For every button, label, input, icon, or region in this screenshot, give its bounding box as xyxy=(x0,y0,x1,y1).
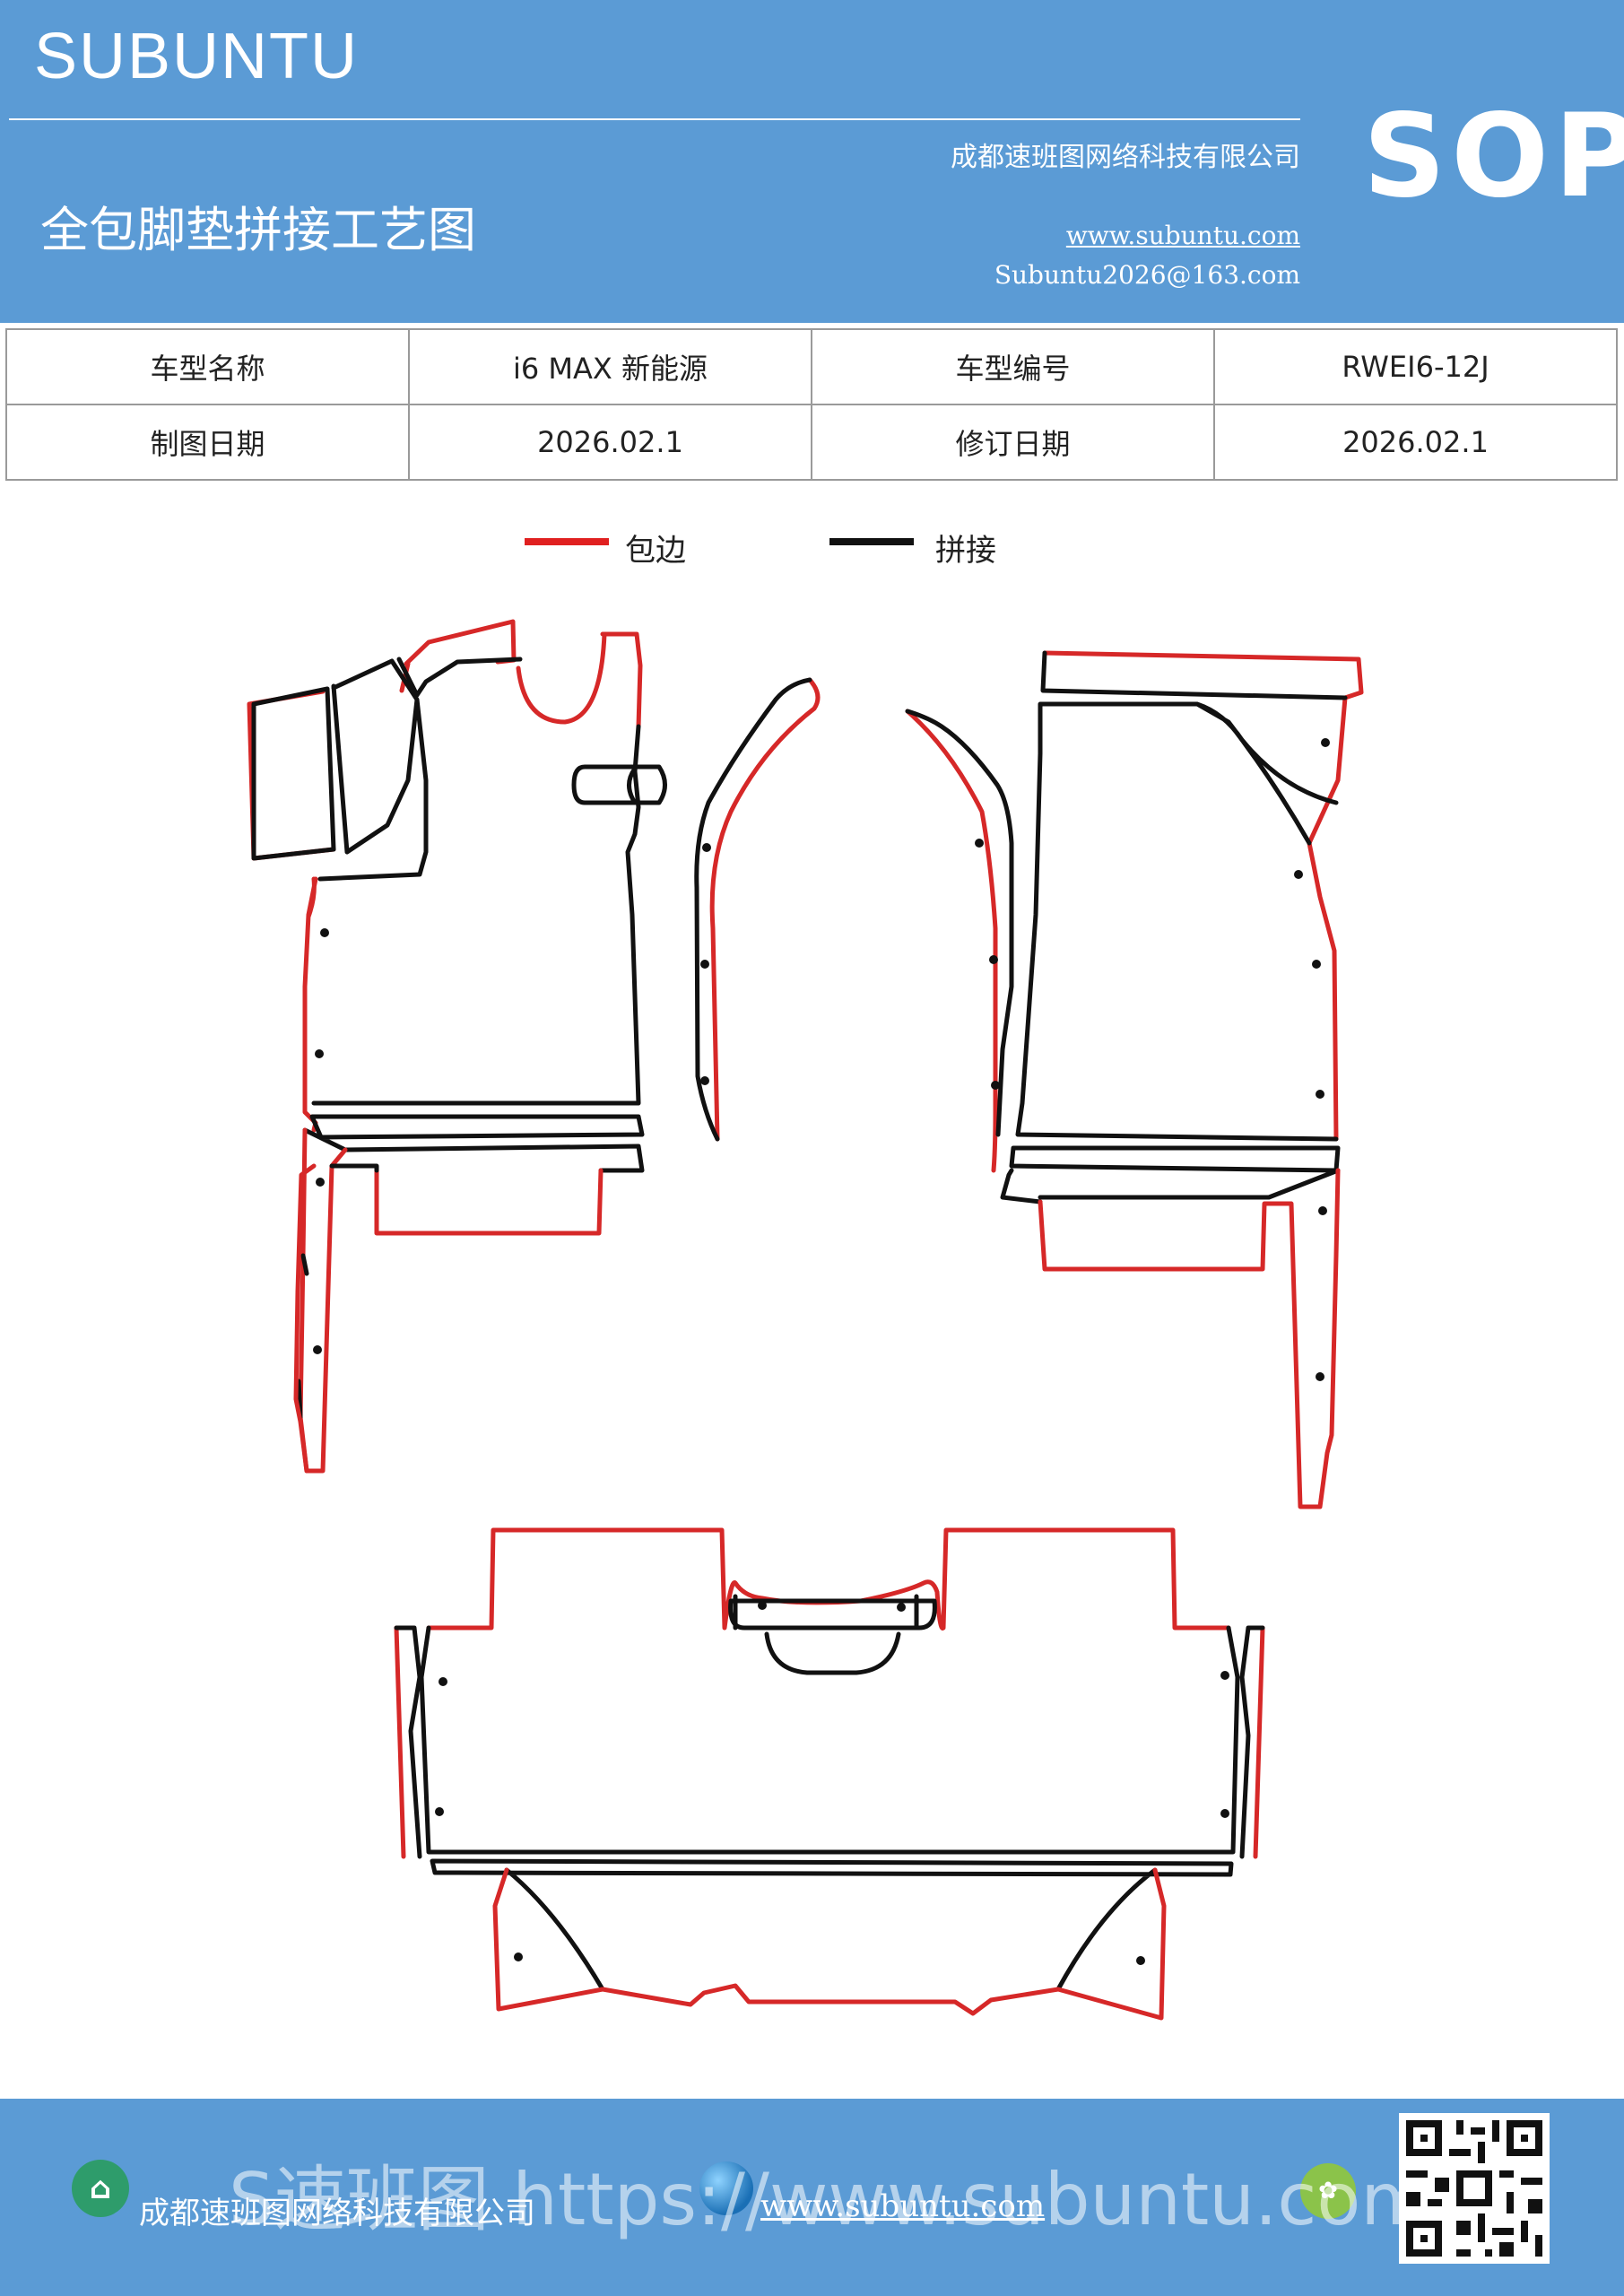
brand-logo: SUBUNTU xyxy=(34,21,360,92)
leaf-icon: ✿ xyxy=(1300,2163,1356,2219)
footer-company: 成都速班图网络科技有限公司 xyxy=(139,2196,535,2231)
rear-mat-edge xyxy=(394,1527,1265,1859)
fastener-dot xyxy=(435,1807,444,1816)
draw-date-value: 2026.02.1 xyxy=(408,404,812,481)
fastener-dot xyxy=(1312,960,1321,969)
fastener-dot xyxy=(991,1081,1000,1090)
table-row: 车型名称 i6 MAX 新能源 车型编号 RWEI6-12J xyxy=(5,328,1618,405)
fastener-dot xyxy=(1318,1206,1327,1215)
model-name-value: i6 MAX 新能源 xyxy=(408,328,812,405)
draw-date-label: 制图日期 xyxy=(5,404,410,481)
revision-date-value: 2026.02.1 xyxy=(1213,404,1618,481)
legend-edge-swatch xyxy=(525,538,609,545)
fastener-dot xyxy=(320,928,329,937)
revision-date-label: 修订日期 xyxy=(811,404,1215,481)
fastener-dot xyxy=(315,1049,324,1058)
fastener-dot xyxy=(975,839,984,848)
legend-seam-swatch xyxy=(829,538,914,545)
company-name: 成都速班图网络科技有限公司 xyxy=(951,142,1300,173)
globe-icon xyxy=(699,2161,753,2215)
passenger-mat-seams xyxy=(1000,650,1348,1205)
legend-seam: 拼接 xyxy=(829,526,1027,570)
driver-mat-lower-edge xyxy=(293,1163,317,1474)
legend-seam-label: 拼接 xyxy=(935,533,996,569)
vehicle-info-table: 车型名称 i6 MAX 新能源 车型编号 RWEI6-12J 制图日期 2026… xyxy=(5,328,1618,481)
qr-code-icon xyxy=(1399,2113,1550,2264)
fastener-dot xyxy=(897,1603,906,1612)
fastener-dot xyxy=(700,1076,709,1085)
passenger-mat xyxy=(905,650,1364,1509)
fastener-dot xyxy=(1316,1372,1324,1381)
fastener-dot xyxy=(1321,738,1330,747)
fastener-dot xyxy=(1220,1671,1229,1680)
fastener-dot xyxy=(316,1178,325,1187)
building-icon: ⌂ xyxy=(72,2160,129,2217)
table-row: 制图日期 2026.02.1 修订日期 2026.02.1 xyxy=(5,404,1618,481)
email-text: Subuntu2026@163.com xyxy=(994,260,1300,290)
fastener-dot xyxy=(989,955,998,964)
website-link[interactable]: www.subuntu.com xyxy=(1065,221,1300,250)
fastener-dot xyxy=(514,1952,523,1961)
model-code-value: RWEI6-12J xyxy=(1213,328,1618,405)
floor-mat-diagram xyxy=(247,619,1364,2021)
driver-mat-bottom-edge xyxy=(298,1127,604,1474)
tunnel-strip-seam xyxy=(694,677,812,1142)
passenger-mat-left-seam xyxy=(905,709,1014,1137)
rear-mat-seams xyxy=(394,1594,1265,1859)
rear-mat xyxy=(394,1527,1265,2021)
model-name-label: 车型名称 xyxy=(5,328,410,405)
sop-badge: SOP xyxy=(1363,90,1624,223)
fastener-dot xyxy=(313,1345,322,1354)
tunnel-strip-edge xyxy=(709,677,821,1142)
fastener-dot xyxy=(758,1601,767,1610)
fastener-dot xyxy=(1294,870,1303,879)
header-divider xyxy=(9,118,1300,120)
model-code-label: 车型编号 xyxy=(811,328,1215,405)
passenger-mat-top-edge xyxy=(1042,650,1364,1142)
driver-mat xyxy=(247,619,667,1474)
header-bar xyxy=(0,0,1624,323)
passenger-mat-lower-edge xyxy=(1038,1168,1341,1509)
fastener-dot xyxy=(1136,1956,1145,1965)
rear-mat-bottom-edge xyxy=(492,1867,1167,2021)
passenger-mat-left-edge xyxy=(905,709,998,1173)
fastener-dot xyxy=(702,843,711,852)
fastener-dot xyxy=(1220,1809,1229,1818)
driver-mat-bottom-seams xyxy=(302,1114,645,1173)
driver-mat-strip-seam xyxy=(296,1163,379,1420)
page-title: 全包脚垫拼接工艺图 xyxy=(40,202,476,258)
fastener-dot xyxy=(1316,1090,1324,1099)
driver-mat-seams xyxy=(251,657,667,1106)
rear-mat-bottom-seams xyxy=(430,1858,1234,1992)
legend-edge-label: 包边 xyxy=(625,533,686,569)
tunnel-strip xyxy=(694,677,821,1142)
watermark-text: S速班图 https://www.subuntu.com xyxy=(229,2158,1431,2241)
footer-website-link[interactable]: www.subuntu.com xyxy=(760,2188,1046,2224)
legend-edge: 包边 xyxy=(525,526,722,570)
fastener-dot xyxy=(700,960,709,969)
fastener-dot xyxy=(439,1677,447,1686)
